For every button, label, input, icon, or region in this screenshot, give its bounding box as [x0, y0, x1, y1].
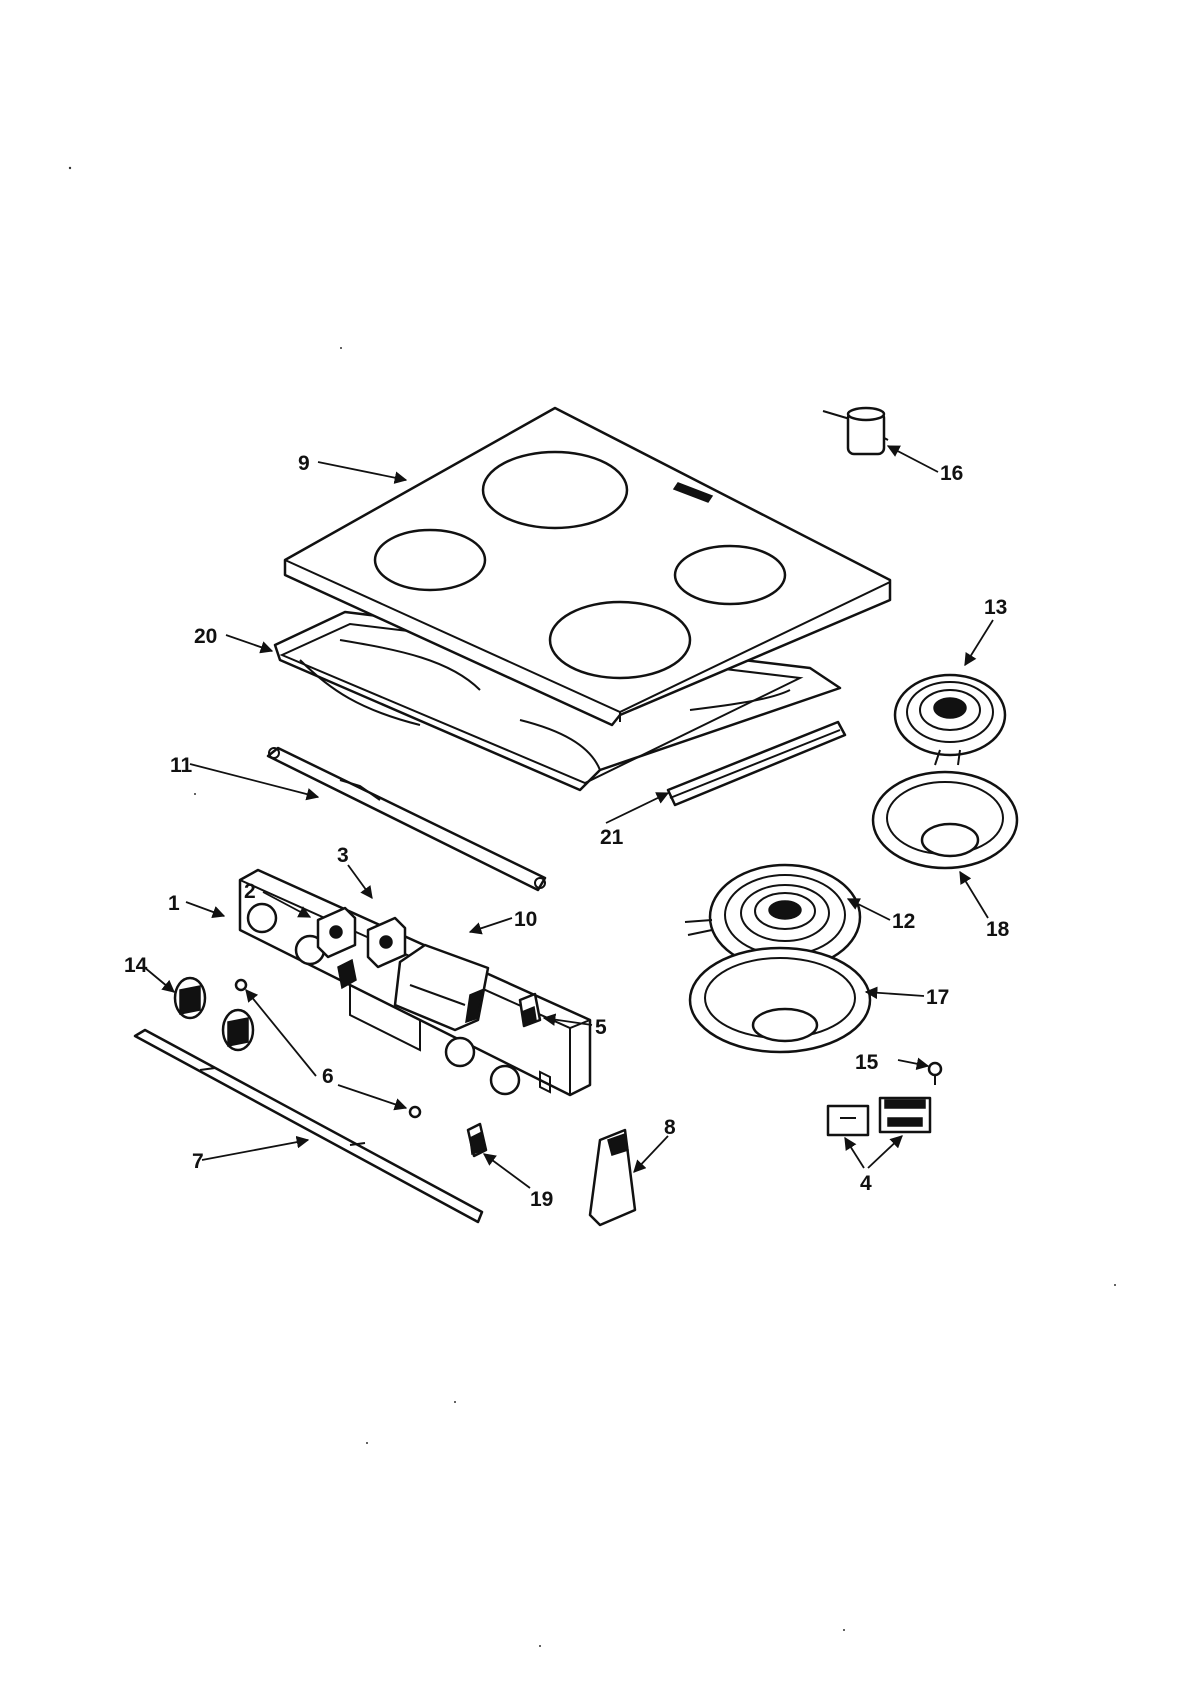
- callout-21: 21: [600, 826, 624, 849]
- part-11-trim: [266, 746, 547, 892]
- callout-10: 10: [514, 908, 537, 931]
- part-3-switch: [366, 916, 407, 969]
- callout-1: 1: [168, 892, 180, 915]
- callout-3: 3: [337, 844, 349, 867]
- callout-16: 16: [940, 462, 963, 485]
- callout-14: 14: [124, 954, 148, 977]
- part-6-inserts: [234, 978, 422, 1119]
- part-17-large-drip-pan: [688, 946, 872, 1054]
- part-16-terminal-block: [822, 406, 889, 456]
- part-19-switch: [466, 1122, 488, 1158]
- part-15-screw: [927, 1061, 943, 1085]
- callout-17: 17: [926, 986, 949, 1009]
- callout-9: 9: [298, 452, 310, 475]
- callout-6: 6: [322, 1065, 334, 1088]
- callout-19: 19: [530, 1188, 553, 1211]
- callout-2: 2: [244, 880, 256, 903]
- part-5-switch: [518, 992, 542, 1028]
- callout-15: 15: [855, 1051, 879, 1074]
- callout-12: 12: [892, 910, 915, 933]
- callout-13: 13: [984, 596, 1007, 619]
- part-14-knobs: [173, 976, 255, 1052]
- callout-20: 20: [194, 625, 217, 648]
- leader-lines: [143, 445, 994, 1189]
- part-10-clock: [393, 943, 490, 1032]
- callout-labels: 9 16 13 20 11 2 3 1 21 12 18 10 14 17 5 …: [124, 452, 1010, 1211]
- part-13-small-element: [893, 673, 1007, 766]
- callout-11: 11: [170, 754, 193, 777]
- part-9-maintop: [283, 406, 892, 727]
- callout-8: 8: [664, 1116, 676, 1139]
- part-18-small-drip-pan: [871, 770, 1019, 870]
- part-8-end-cap: [588, 1128, 637, 1227]
- part-21-bracket: [666, 720, 847, 807]
- part-12-large-element: [684, 863, 862, 971]
- callout-7: 7: [192, 1150, 204, 1173]
- part-small-switch: [337, 958, 357, 990]
- part-7-trim: [133, 1028, 484, 1224]
- callout-4: 4: [860, 1172, 872, 1195]
- callout-18: 18: [986, 918, 1010, 941]
- maintop-vent: [672, 482, 714, 503]
- callout-5: 5: [595, 1016, 607, 1039]
- part-4-terminal-kit: [826, 1096, 932, 1137]
- scan-specks: [68, 166, 1116, 1647]
- part-2-switch: [316, 906, 357, 959]
